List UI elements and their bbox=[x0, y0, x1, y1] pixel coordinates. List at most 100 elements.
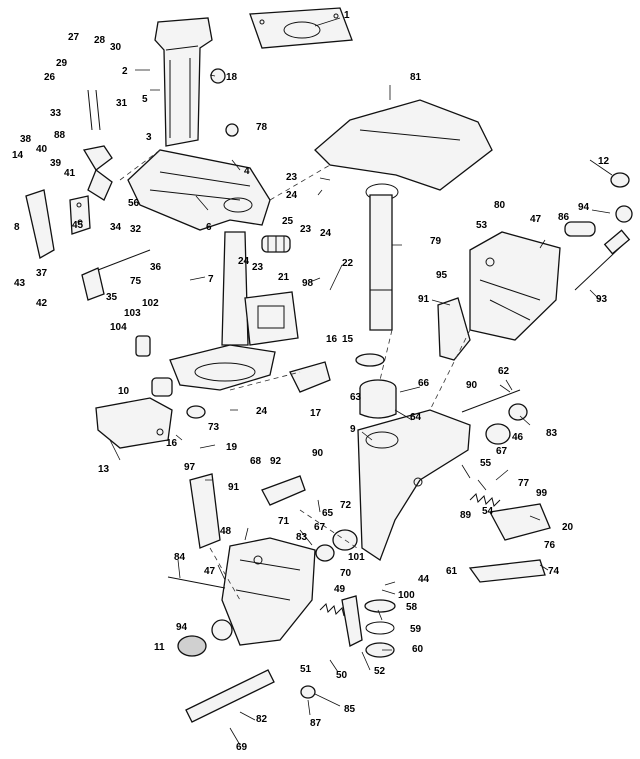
stern-bracket-53 bbox=[469, 231, 561, 341]
tilt-rod-90-upper bbox=[461, 389, 521, 413]
cross-bar-82 bbox=[185, 669, 275, 723]
callout-53: 53 bbox=[476, 220, 488, 231]
upper-mount-bracket-3 bbox=[127, 149, 271, 231]
callout-75: 75 bbox=[130, 276, 142, 287]
callout-100: 100 bbox=[398, 590, 415, 601]
callout-12: 12 bbox=[598, 156, 610, 167]
gasket-1 bbox=[249, 7, 353, 49]
callout-103: 103 bbox=[124, 308, 141, 319]
cam-plate-45 bbox=[69, 195, 91, 235]
callout-48: 48 bbox=[220, 526, 232, 537]
callout-87: 87 bbox=[310, 718, 322, 729]
callout-38: 38 bbox=[20, 134, 32, 145]
bushing-12 bbox=[610, 172, 630, 188]
ring-58 bbox=[364, 599, 396, 613]
callout-19: 19 bbox=[226, 442, 238, 453]
callout-56: 56 bbox=[128, 198, 140, 209]
steering-tube-79 bbox=[369, 194, 393, 331]
handle-88 bbox=[82, 145, 113, 201]
callout-labels: 1 2 3 4 5 6 7 8 9 10 11 12 13 14 15 16 1… bbox=[12, 10, 610, 753]
clamp-17 bbox=[289, 361, 331, 393]
callout-72: 72 bbox=[340, 500, 352, 511]
bumper-10 bbox=[151, 377, 173, 397]
callout-23c: 23 bbox=[252, 262, 264, 273]
callout-65: 65 bbox=[322, 508, 334, 519]
assembly-guides bbox=[119, 149, 471, 601]
callout-25: 25 bbox=[282, 216, 294, 227]
lever-76 bbox=[488, 503, 551, 541]
grommet-78 bbox=[225, 123, 239, 137]
callout-101: 101 bbox=[348, 552, 365, 563]
callout-41: 41 bbox=[64, 168, 76, 179]
callout-36: 36 bbox=[150, 262, 162, 273]
callout-16a: 16 bbox=[326, 334, 338, 345]
callout-18: 18 bbox=[226, 72, 238, 83]
callout-63: 63 bbox=[350, 392, 362, 403]
callout-40: 40 bbox=[36, 144, 48, 155]
callout-83b: 83 bbox=[296, 532, 308, 543]
callout-89: 89 bbox=[460, 510, 472, 521]
callout-32: 32 bbox=[130, 224, 142, 235]
callout-67b: 67 bbox=[314, 522, 326, 533]
callout-30: 30 bbox=[110, 42, 122, 53]
bushing-67-upper bbox=[485, 423, 511, 445]
side-cover-13 bbox=[95, 397, 173, 449]
callout-83a: 83 bbox=[546, 428, 558, 439]
callout-69: 69 bbox=[236, 742, 248, 753]
bolt-84 bbox=[167, 576, 226, 589]
callout-45: 45 bbox=[72, 220, 84, 231]
callout-93: 93 bbox=[596, 294, 608, 305]
callout-14: 14 bbox=[12, 150, 24, 161]
callout-6: 6 bbox=[206, 222, 212, 233]
callout-62: 62 bbox=[498, 366, 510, 377]
callout-3: 3 bbox=[146, 132, 152, 143]
callout-58: 58 bbox=[406, 602, 418, 613]
callout-44: 44 bbox=[418, 574, 430, 585]
callout-21: 21 bbox=[278, 272, 290, 283]
callout-37: 37 bbox=[36, 268, 48, 279]
callout-20: 20 bbox=[562, 522, 574, 533]
callout-24a: 24 bbox=[286, 190, 298, 201]
callout-47a: 47 bbox=[530, 214, 542, 225]
driveshaft-housing-lower bbox=[169, 231, 276, 391]
lever-92 bbox=[261, 475, 306, 506]
nut-94-upper bbox=[615, 205, 633, 223]
callout-98: 98 bbox=[302, 278, 314, 289]
washer-87 bbox=[300, 685, 316, 699]
callout-60: 60 bbox=[412, 644, 424, 655]
callout-90a: 90 bbox=[466, 380, 478, 391]
callout-29: 29 bbox=[56, 58, 68, 69]
callout-47b: 47 bbox=[204, 566, 216, 577]
callout-81: 81 bbox=[410, 72, 422, 83]
spring-49 bbox=[319, 603, 345, 617]
callout-55: 55 bbox=[480, 458, 492, 469]
callout-9: 9 bbox=[350, 424, 356, 435]
callout-34: 34 bbox=[110, 222, 122, 233]
nut-94-lower bbox=[211, 619, 233, 641]
callout-17: 17 bbox=[310, 408, 322, 419]
bushing-86 bbox=[564, 221, 596, 237]
callout-90b: 90 bbox=[312, 448, 324, 459]
washer-83-lower bbox=[315, 544, 335, 562]
bracket-37 bbox=[25, 189, 55, 260]
callout-26: 26 bbox=[44, 72, 56, 83]
bearing-66 bbox=[359, 379, 397, 419]
callout-1: 1 bbox=[344, 10, 350, 21]
callout-7: 7 bbox=[208, 274, 214, 285]
callout-77: 77 bbox=[518, 478, 530, 489]
callout-52: 52 bbox=[374, 666, 386, 677]
swivel-bushing-25 bbox=[261, 235, 291, 253]
callout-11: 11 bbox=[154, 642, 165, 653]
clamp-screw-93 bbox=[574, 229, 631, 291]
callout-31: 31 bbox=[116, 98, 128, 109]
bushing-73 bbox=[186, 405, 206, 419]
spring-77 bbox=[469, 493, 501, 507]
callout-46: 46 bbox=[512, 432, 524, 443]
callout-85: 85 bbox=[344, 704, 356, 715]
callout-70: 70 bbox=[340, 568, 352, 579]
callout-71: 71 bbox=[278, 516, 290, 527]
leader-lines bbox=[109, 17, 613, 746]
callout-51: 51 bbox=[300, 664, 312, 675]
